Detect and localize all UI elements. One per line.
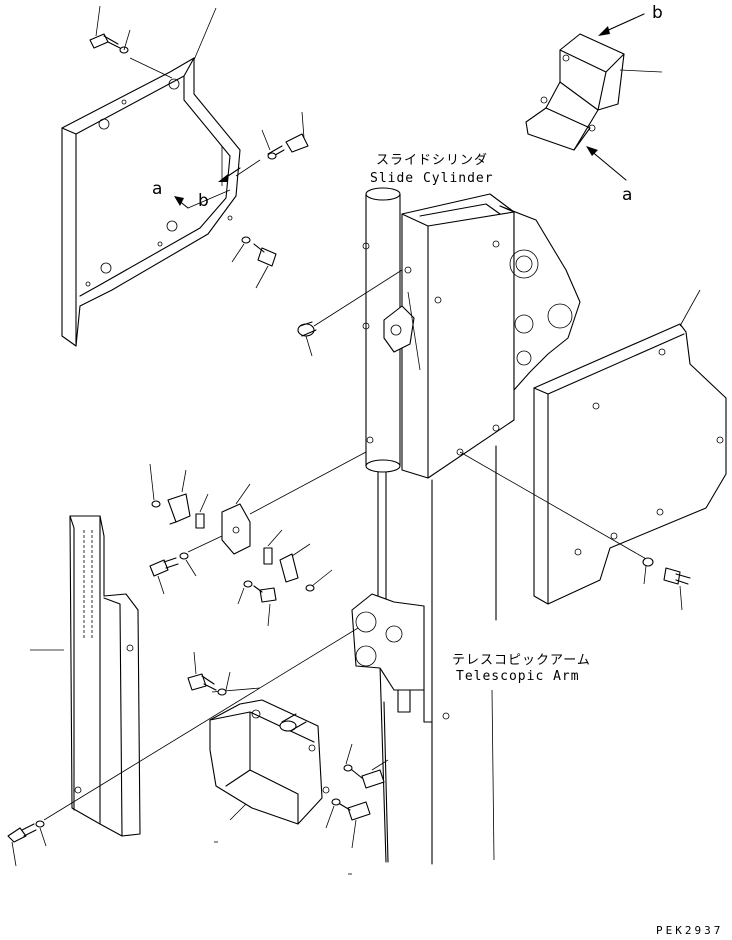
telescopic-arm — [351, 445, 497, 865]
bolt-right-plate — [642, 557, 691, 611]
view-arrow-b-left — [187, 146, 241, 209]
slide-cylinder-label-jp: スライドシリンダ — [376, 153, 488, 168]
top-right-bracket-detail — [525, 33, 663, 151]
view-label-a-left: a — [152, 179, 162, 199]
bolt-upper-right-of-plate — [235, 111, 309, 177]
bolt-housing-left — [297, 269, 403, 357]
view-arrow-a-left — [174, 196, 189, 209]
slide-cylinder-label-en: Slide Cylinder — [370, 171, 494, 186]
drawing-code: PEK2937 — [656, 924, 723, 937]
bolt-lower-right-pair — [325, 743, 389, 849]
view-label-a-top: a — [622, 185, 632, 205]
bolt-left-cover-bottom — [7, 627, 359, 867]
bolt-lower-left-pair — [187, 651, 231, 696]
bolt-lower-right-of-plate — [231, 236, 277, 289]
view-arrow-b-top — [598, 13, 645, 36]
left-vertical-cover — [30, 515, 141, 837]
right-cover-plate — [459, 289, 727, 605]
upper-left-cover-plate — [61, 7, 241, 347]
small-bracket-cluster — [149, 451, 367, 627]
view-label-b-left: b — [198, 191, 209, 211]
view-label-b-top: b — [652, 3, 663, 23]
slide-cylinder-assembly — [362, 187, 581, 601]
bolt-upper-left-1 — [89, 5, 173, 79]
telescopic-arm-label-en: Telescopic Arm — [456, 669, 580, 684]
view-arrow-a-top — [586, 146, 627, 181]
lower-cover-bracket — [209, 687, 330, 825]
telescopic-arm-label-jp: テレスコピックアーム — [452, 653, 591, 668]
